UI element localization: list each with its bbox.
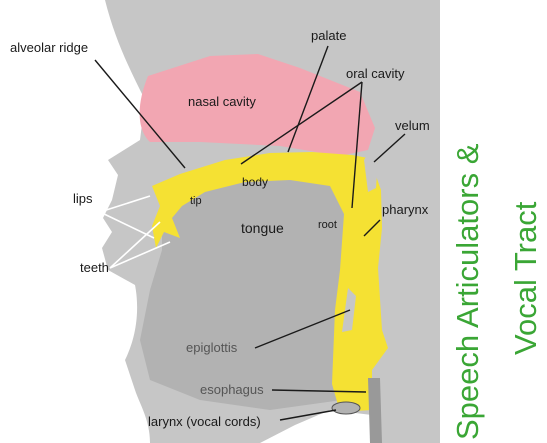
side-title-line2: Vocal Tract — [508, 201, 543, 355]
label-root: root — [318, 219, 337, 231]
label-teeth: teeth — [80, 260, 109, 275]
label-epiglottis: epiglottis — [186, 340, 238, 355]
esophagus-shape — [368, 378, 382, 443]
label-alveolar-ridge: alveolar ridge — [10, 40, 88, 55]
side-title-2: Vocal Tract — [508, 201, 543, 355]
label-palate: palate — [311, 28, 346, 43]
label-tip: tip — [190, 195, 202, 207]
label-velum: velum — [395, 118, 430, 133]
side-title: Speech Articulators & — [450, 143, 485, 440]
side-title-line1: Speech Articulators & — [450, 143, 485, 440]
label-larynx: larynx (vocal cords) — [148, 414, 261, 429]
label-esophagus: esophagus — [200, 382, 264, 397]
label-lips: lips — [73, 191, 93, 206]
label-pharynx: pharynx — [382, 202, 429, 217]
larynx-shape — [332, 402, 360, 414]
label-oral-cavity: oral cavity — [346, 66, 405, 81]
label-nasal-cavity: nasal cavity — [188, 94, 256, 109]
label-body: body — [242, 175, 268, 189]
label-tongue: tongue — [241, 220, 284, 236]
